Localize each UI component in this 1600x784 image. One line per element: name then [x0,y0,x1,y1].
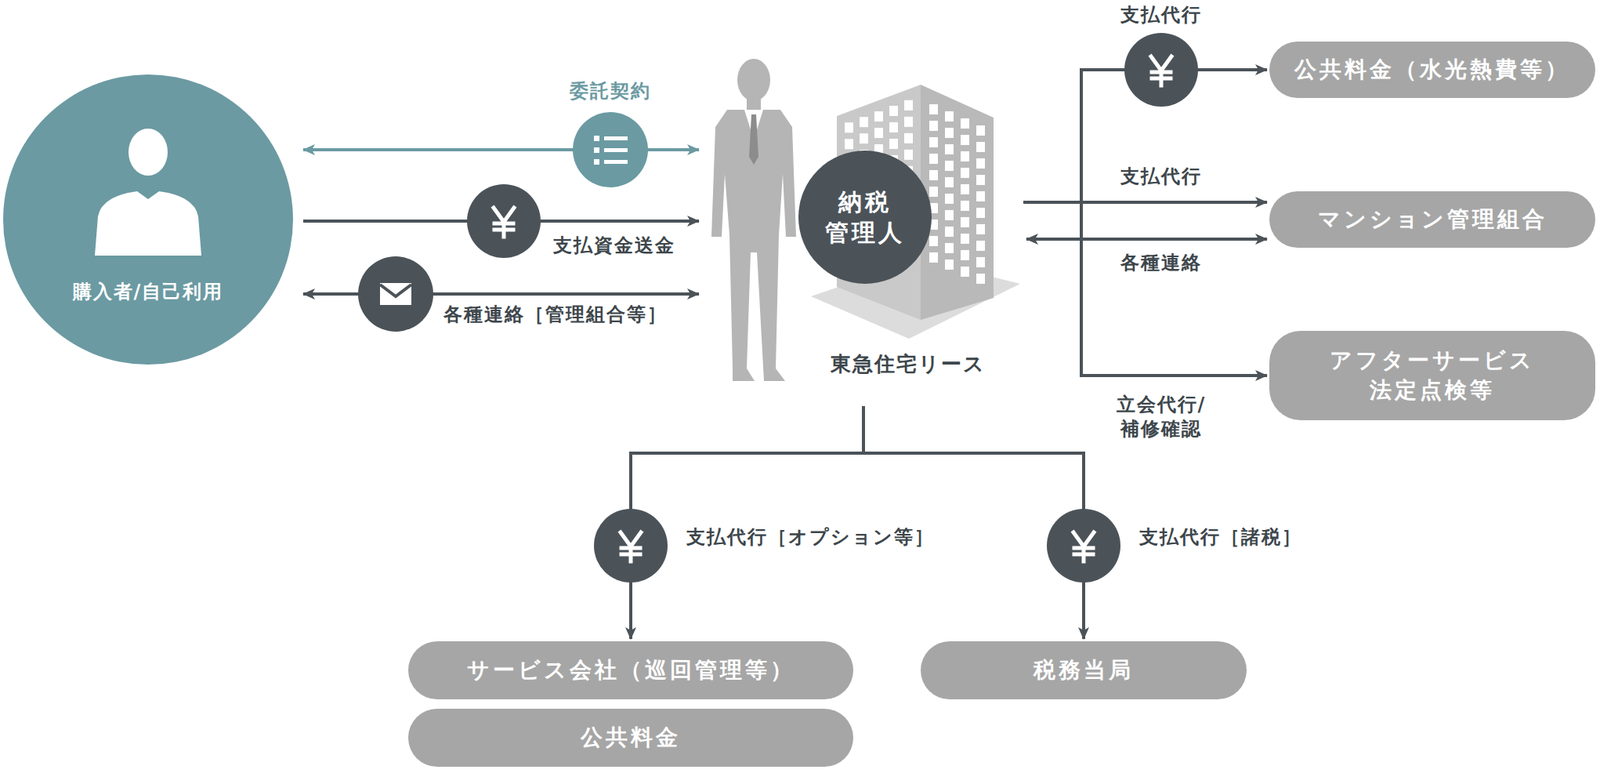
yen-icon [593,508,668,583]
node-label: 購入者/自己利用 [72,278,225,305]
edge-label: 支払資金送金 [550,233,679,258]
node-label: 税務当局 [1033,655,1134,685]
edge-label: 各種連絡［管理組合等］ [440,302,671,327]
node-label: マンション管理組合 [1317,204,1548,235]
rounded-box: アフターサービス 法定点検等 [1269,330,1596,420]
connector-arrow [863,405,1084,639]
person-illustration [711,58,797,381]
edge-label: 委託契約 [566,79,655,104]
rounded-box: マンション管理組合 [1269,191,1596,248]
node-label: サービス会社（巡回管理等） [466,655,796,685]
edge-label: 支払代行［オプション等］ [683,524,938,550]
edge-label: 各種連絡 [1117,250,1206,276]
company-name: 東急住宅リース [830,351,986,378]
connector-arrow [1023,202,1267,376]
yen-icon [1046,508,1121,583]
yen-icon [466,184,541,258]
contract-icon [572,112,648,188]
circle-shape [2,73,294,366]
envelope-icon [358,256,434,332]
yen-icon [1124,32,1199,107]
edge-label: 支払代行 [1117,3,1206,28]
client-circle: 購入者/自己利用 [2,73,294,366]
node-label: 公共料金（水光熱費等） [1294,54,1571,85]
connector-arrow [1026,237,1267,241]
edge-label: 支払代行［諸税］ [1136,524,1306,550]
agent-node: 納税 管理人東急住宅リース [703,61,1024,406]
rounded-box: 公共料金 [408,708,854,767]
rounded-box: 税務当局 [920,640,1247,699]
rounded-box: 公共料金（水光熱費等） [1269,41,1596,98]
rounded-box: サービス会社（巡回管理等） [408,640,854,699]
node-label: 公共料金 [580,722,681,753]
node-label: 納税 管理人 [810,186,920,248]
edge-label: 支払代行 [1117,164,1206,189]
node-label: アフターサービス 法定点検等 [1283,345,1582,406]
edge-label: 立会代行/ 補修確認 [1103,392,1220,442]
connector-arrow [630,405,864,639]
